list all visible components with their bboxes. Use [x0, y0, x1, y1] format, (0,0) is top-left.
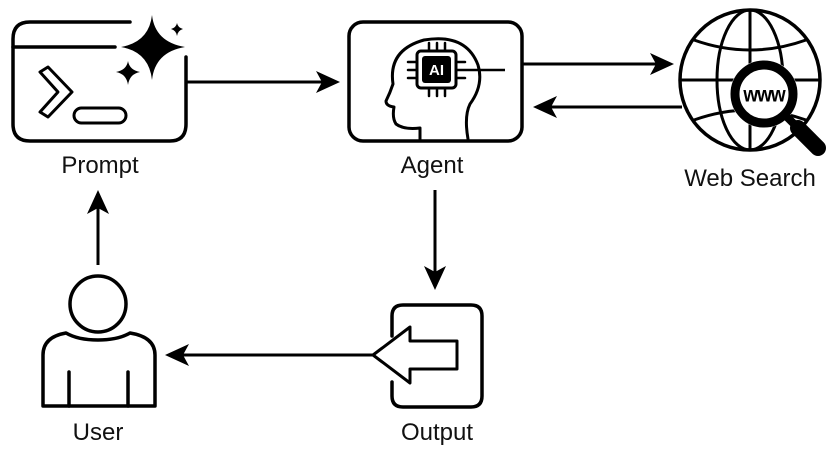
chip-label: AI	[429, 62, 444, 79]
arrowhead	[165, 344, 189, 366]
edge-prompt-to-agent	[187, 71, 340, 93]
output-arrow-icon	[371, 303, 484, 409]
user-icon	[41, 274, 157, 408]
terminal-window-frame	[11, 20, 188, 143]
edge-agent-to-web-search	[522, 53, 674, 75]
web-search-node: www Web Search	[678, 8, 826, 192]
web-search-label: Web Search	[684, 165, 816, 192]
arrowhead	[650, 53, 674, 75]
globe-latitude-north	[692, 38, 808, 52]
edge-user-to-prompt	[87, 190, 109, 265]
ai-head-chip-icon: AI	[384, 37, 505, 141]
agent-box	[347, 20, 524, 143]
user-body	[41, 331, 157, 408]
sparkle-tiny-icon	[171, 23, 183, 36]
magnifier-lens	[730, 60, 798, 128]
chip-core	[422, 56, 451, 83]
user-label: User	[73, 419, 124, 446]
edge-web-search-to-agent	[533, 96, 682, 118]
edge-output-to-user	[165, 344, 373, 366]
magnifier-handle	[790, 120, 826, 156]
terminal-chevron	[38, 65, 74, 119]
terminal-cursor	[72, 106, 128, 125]
sparkle-large-icon	[121, 15, 185, 80]
arrowhead	[316, 71, 340, 93]
prompt-label: Prompt	[61, 152, 139, 179]
output-arrow-shape	[371, 325, 459, 385]
head-outline	[384, 37, 482, 141]
user-head	[68, 274, 128, 334]
arrowhead	[424, 266, 446, 290]
terminal-sparkle-icon	[11, 15, 188, 143]
output-node: Output	[371, 303, 484, 446]
output-label: Output	[401, 419, 473, 446]
chip-pins	[406, 41, 467, 98]
arrowhead	[533, 96, 557, 118]
agent-node: AI Agent	[347, 20, 524, 179]
globe-magnifier-icon: www	[678, 8, 826, 156]
output-box	[390, 303, 484, 409]
edge-agent-to-output	[424, 190, 446, 290]
user-node: User	[41, 274, 157, 446]
magnifier-text: www	[742, 84, 786, 107]
agent-label: Agent	[401, 152, 464, 179]
prompt-node: Prompt	[11, 15, 188, 179]
sparkle-small-icon	[116, 61, 140, 85]
arrowhead	[87, 190, 109, 214]
